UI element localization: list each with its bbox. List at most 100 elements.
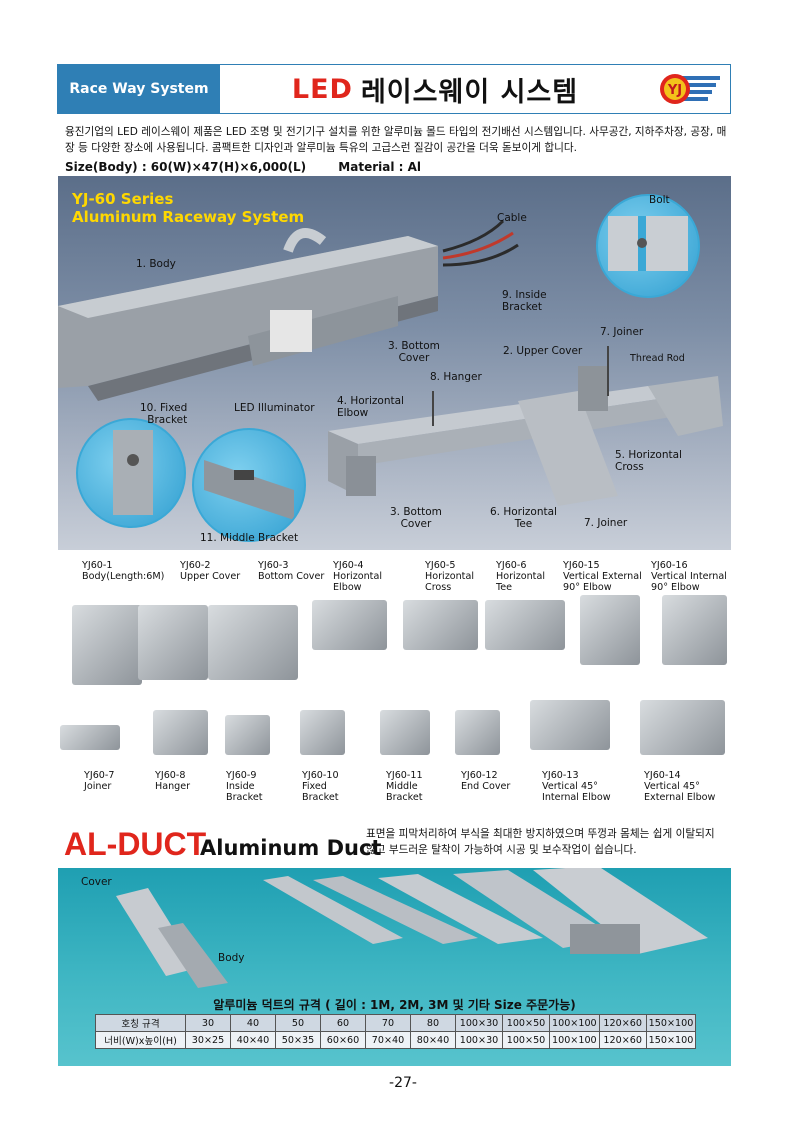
title-led: LED	[291, 73, 353, 105]
part-image-yj60-12	[455, 710, 500, 755]
joiner-detail-circle	[596, 194, 700, 298]
label-body: 1. Body	[136, 258, 176, 270]
spec-dimension-cell: 100×30	[455, 1031, 503, 1049]
part-image-yj60-15	[580, 595, 640, 665]
duct-description: 표면을 피막처리하여 부식을 최대한 방지하였으며 뚜껑과 몸체는 쉽게 이탈되…	[366, 828, 715, 856]
label-horizontal-elbow: 4. Horizontal Elbow	[337, 395, 404, 419]
diagram-title-line2: Aluminum Raceway System	[72, 208, 305, 226]
intro-text: 융진기업의 LED 레이스웨이 제품은 LED 조명 및 전기기구 설치를 위한…	[65, 126, 727, 154]
part-image-yj60-4	[312, 600, 387, 650]
spec-size-cell: 80	[410, 1014, 456, 1032]
part-name: Body(Length:6M)	[82, 571, 165, 582]
part-image-yj60-6	[485, 600, 565, 650]
diagram-title-line1: YJ-60 Series	[72, 190, 174, 208]
spec-size-cell: 70	[365, 1014, 411, 1032]
spec-dimension-cell: 30×25	[185, 1031, 231, 1049]
part-code: YJ60-9	[226, 770, 257, 781]
label-joiner-bottom: 7. Joiner	[584, 517, 628, 529]
part-name: Inside Bracket	[226, 781, 263, 803]
part-image-yj60-14	[640, 700, 725, 755]
spec-size-cell: 100×30	[455, 1014, 503, 1032]
part-name: Middle Bracket	[386, 781, 423, 803]
part-code: YJ60-14	[644, 770, 681, 781]
part-image-yj60-7	[60, 725, 120, 750]
spec-size-cell: 30	[185, 1014, 231, 1032]
spec-size-cell: 50	[275, 1014, 321, 1032]
spec-size-cell: 100×100	[549, 1014, 600, 1032]
page-number: -27-	[389, 1075, 417, 1091]
part-code: YJ60-4	[333, 560, 364, 571]
spec-table-caption: 알루미늄 덕트의 규격 ( 길이 : 1M, 2M, 3M 및 기타 Size …	[213, 998, 576, 1012]
part-name: Vertical External 90° Elbow	[563, 571, 642, 593]
duct-panel: Cover Body 알루미늄 덕트의 규격 ( 길이 : 1M, 2M, 3M…	[58, 868, 731, 1066]
title-text: 레이스웨이 시스템	[360, 76, 579, 108]
company-logo: YJ	[650, 65, 730, 113]
spec-size: Size(Body) : 60(W)×47(H)×6,000(L)	[65, 160, 307, 174]
spec-row-size-head: 호칭 규격	[95, 1014, 186, 1032]
part-name: Horizontal Cross	[425, 571, 474, 593]
spec-dimension-cell: 50×35	[275, 1031, 321, 1049]
raceway-illustration	[58, 219, 723, 506]
fixed-bracket-circle	[76, 418, 186, 528]
part-name: Upper Cover	[180, 571, 241, 582]
part-image-yj60-5	[403, 600, 478, 650]
raceway-diagram: YJ-60 Series Aluminum Raceway System	[58, 176, 731, 550]
spec-dimension-cell: 100×100	[549, 1031, 600, 1049]
part-code: YJ60-12	[461, 770, 498, 781]
spec-size-cell: 120×60	[598, 1014, 647, 1032]
page-title: LED 레이스웨이 시스템	[220, 65, 650, 113]
part-image-yj60-10	[300, 710, 345, 755]
part-code: YJ60-13	[542, 770, 579, 781]
label-middle-bracket: 11. Middle Bracket	[200, 532, 299, 544]
label-bottom-cover-top: 3. Bottom Cover	[388, 340, 440, 364]
label-bolt: Bolt	[649, 194, 670, 206]
part-code: YJ60-5	[425, 560, 456, 571]
part-code: YJ60-16	[651, 560, 688, 571]
label-duct-body: Body	[218, 952, 245, 964]
label-cover: Cover	[81, 876, 112, 888]
part-image-yj60-3	[208, 605, 298, 680]
part-name: Fixed Bracket	[302, 781, 339, 803]
label-horizontal-tee: 6. Horizontal Tee	[490, 506, 557, 530]
label-hanger: 8. Hanger	[430, 371, 482, 383]
part-code: YJ60-15	[563, 560, 600, 571]
part-name: Horizontal Tee	[496, 571, 545, 593]
part-code: YJ60-1	[82, 560, 113, 571]
part-name: Horizontal Elbow	[333, 571, 382, 593]
duct-title: AL-DUCT	[64, 826, 207, 862]
label-bottom-cover-bottom: 3. Bottom Cover	[390, 506, 442, 530]
spec-dimension-cell: 40×40	[230, 1031, 276, 1049]
label-horizontal-cross: 5. Horizontal Cross	[615, 449, 682, 473]
part-image-yj60-13	[530, 700, 610, 750]
diagram-title: YJ-60 Series Aluminum Raceway System	[72, 190, 304, 226]
spec-dimension-cell: 150×100	[645, 1031, 697, 1049]
spec-size-cell: 60	[320, 1014, 366, 1032]
label-fixed-bracket: 10. Fixed Bracket	[140, 402, 188, 426]
spec-line: Size(Body) : 60(W)×47(H)×6,000(L) Materi…	[65, 160, 449, 174]
part-image-yj60-8	[153, 710, 208, 755]
part-name: End Cover	[461, 781, 511, 792]
label-upper-cover: 2. Upper Cover	[503, 345, 583, 357]
part-name: Hanger	[155, 781, 191, 792]
spec-dimension-cell: 80×40	[410, 1031, 456, 1049]
duct-illustration	[116, 868, 708, 988]
part-name: Vertical Internal 90° Elbow	[651, 571, 727, 593]
label-thread-rod: Thread Rod	[630, 353, 685, 364]
section-badge: Race Way System	[58, 65, 220, 113]
part-code: YJ60-7	[84, 770, 115, 781]
part-code: YJ60-2	[180, 560, 211, 571]
